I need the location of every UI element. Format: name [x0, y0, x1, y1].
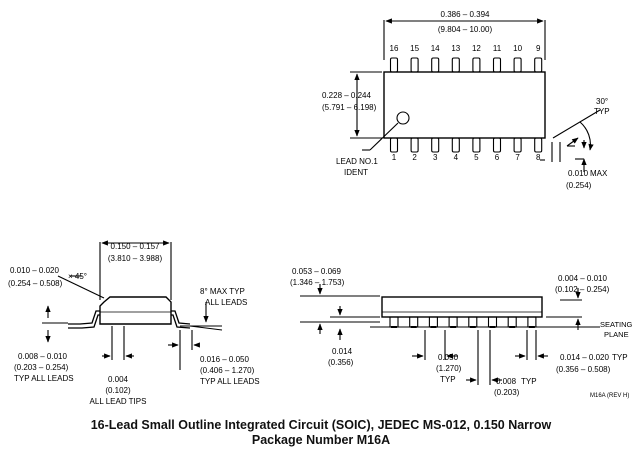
bottom-pin-8 [534, 137, 543, 153]
lead-thickness-inch: 0.008 – 0.010 [18, 352, 67, 361]
lead-gap-mm: (0.203) [494, 388, 520, 397]
front-lead [409, 316, 419, 328]
lead-width-mm: (0.356 – 0.508) [556, 365, 611, 374]
pin-max-unit: MAX [590, 169, 608, 178]
caption-line1: 16-Lead Small Outline Integrated Circuit… [90, 418, 552, 432]
top-pin-12 [472, 57, 481, 73]
top-view-body [383, 71, 546, 139]
bottom-pin-3 [431, 137, 440, 153]
seating-plane-line1: SEATING [600, 320, 633, 329]
bottom-pin-5 [472, 137, 481, 153]
lead-width-note: TYP [612, 353, 628, 362]
front-view-leads [389, 316, 537, 328]
top-pin-15 [410, 57, 419, 73]
lead-ident-line2: IDENT [344, 168, 368, 177]
height-dim-inch: 0.228 – 0.244 [322, 91, 371, 100]
seating-plane-line2: PLANE [604, 330, 629, 339]
width-dim-inch: 0.386 – 0.394 [441, 10, 490, 19]
body-width-inch: 0.150 – 0.157 [111, 242, 160, 251]
front-lead [527, 316, 537, 328]
top-pin-13 [451, 57, 460, 73]
top-pin-label-16: 16 [390, 44, 399, 53]
bottom-pin-label-2: 2 [412, 153, 417, 162]
side-view-body [99, 296, 172, 325]
top-pin-label-15: 15 [410, 44, 419, 53]
lead-ident-line1: LEAD NO.1 [336, 157, 378, 166]
pin1-indicator [396, 111, 410, 125]
lead-gap-note: TYP [521, 377, 537, 386]
foot-length-note: TYP ALL LEADS [200, 377, 260, 386]
height-dim-mm: (5.791 – 6.198) [322, 103, 377, 112]
bottom-pin-label-7: 7 [515, 153, 520, 162]
top-pin-label-14: 14 [431, 44, 440, 53]
revision-label: M16A (REV H) [590, 393, 629, 399]
coplanarity-inch: 0.004 [108, 375, 129, 384]
caption-line2: Package Number M16A [251, 433, 391, 447]
foot-length-mm: (0.406 – 1.270) [200, 366, 255, 375]
front-lead [507, 316, 517, 328]
bottom-pin-label-6: 6 [495, 153, 500, 162]
top-pin-9 [534, 57, 543, 73]
front-lead [428, 316, 438, 328]
angle-note: TYP [594, 107, 610, 116]
height-mm: (1.346 – 1.753) [290, 278, 345, 287]
lead-thickness-note: TYP ALL LEADS [14, 374, 74, 383]
bottom-pin-label-1: 1 [392, 153, 397, 162]
pin-max-mm: (0.254) [566, 181, 592, 190]
lead-height-mm: (0.356) [328, 358, 354, 367]
lead-angle-note: ALL LEADS [205, 298, 247, 307]
bottom-pin-6 [492, 137, 502, 153]
chamfer-angle: × 45° [68, 272, 87, 281]
front-lead [487, 316, 498, 328]
pin-max-inch: 0.010 [568, 169, 589, 178]
top-pin-11 [492, 57, 502, 73]
width-dim-mm: (9.804 – 10.00) [438, 25, 493, 34]
top-pin-label-12: 12 [472, 44, 481, 53]
top-pin-14 [431, 57, 440, 73]
front-lead [389, 316, 399, 328]
lead-angle-value: 8° MAX TYP [200, 287, 245, 296]
coplanarity-mm: (0.102) [105, 386, 131, 395]
lead-thickness-mm: (0.203 – 0.254) [14, 363, 69, 372]
bottom-pin-1 [389, 137, 399, 153]
lead-width-inch: 0.014 – 0.020 [560, 353, 609, 362]
foot-length-inch: 0.016 – 0.050 [200, 355, 249, 364]
lead-height-inch: 0.014 [332, 347, 353, 356]
bottom-pin-4 [451, 137, 460, 153]
chamfer-inch: 0.010 – 0.020 [10, 266, 59, 275]
front-lead [448, 316, 458, 328]
standoff-mm: (0.102 – 0.254) [555, 285, 610, 294]
top-pin-label-11: 11 [493, 44, 502, 53]
bottom-pin-7 [513, 137, 522, 153]
standoff-inch: 0.004 – 0.010 [558, 274, 607, 283]
bottom-pin-label-4: 4 [454, 153, 459, 162]
coplanarity-note: ALL LEAD TIPS [90, 397, 147, 406]
height-inch: 0.053 – 0.069 [292, 267, 341, 276]
body-width-mm: (3.810 – 3.988) [108, 254, 163, 263]
pitch-note: TYP [440, 375, 456, 384]
front-view [300, 284, 600, 385]
bottom-pin-label-3: 3 [433, 153, 438, 162]
top-pin-label-13: 13 [451, 44, 460, 53]
side-view [42, 240, 223, 370]
front-view-body [381, 296, 543, 318]
bottom-pin-2 [410, 137, 419, 153]
top-pin-label-10: 10 [513, 44, 522, 53]
top-pin-label-9: 9 [536, 44, 541, 53]
chamfer-mm: (0.254 – 0.508) [8, 279, 63, 288]
pitch-inch: 0.050 [438, 353, 459, 362]
front-lead [468, 316, 478, 328]
pitch-mm: (1.270) [436, 364, 462, 373]
top-pin-16 [389, 57, 399, 73]
bottom-pin-label-5: 5 [474, 153, 479, 162]
top-view [350, 18, 601, 172]
bottom-pin-label-8: 8 [536, 153, 541, 162]
top-pin-10 [513, 57, 522, 73]
angle-value: 30° [596, 97, 608, 106]
lead-gap-inch: 0.008 [496, 377, 517, 386]
